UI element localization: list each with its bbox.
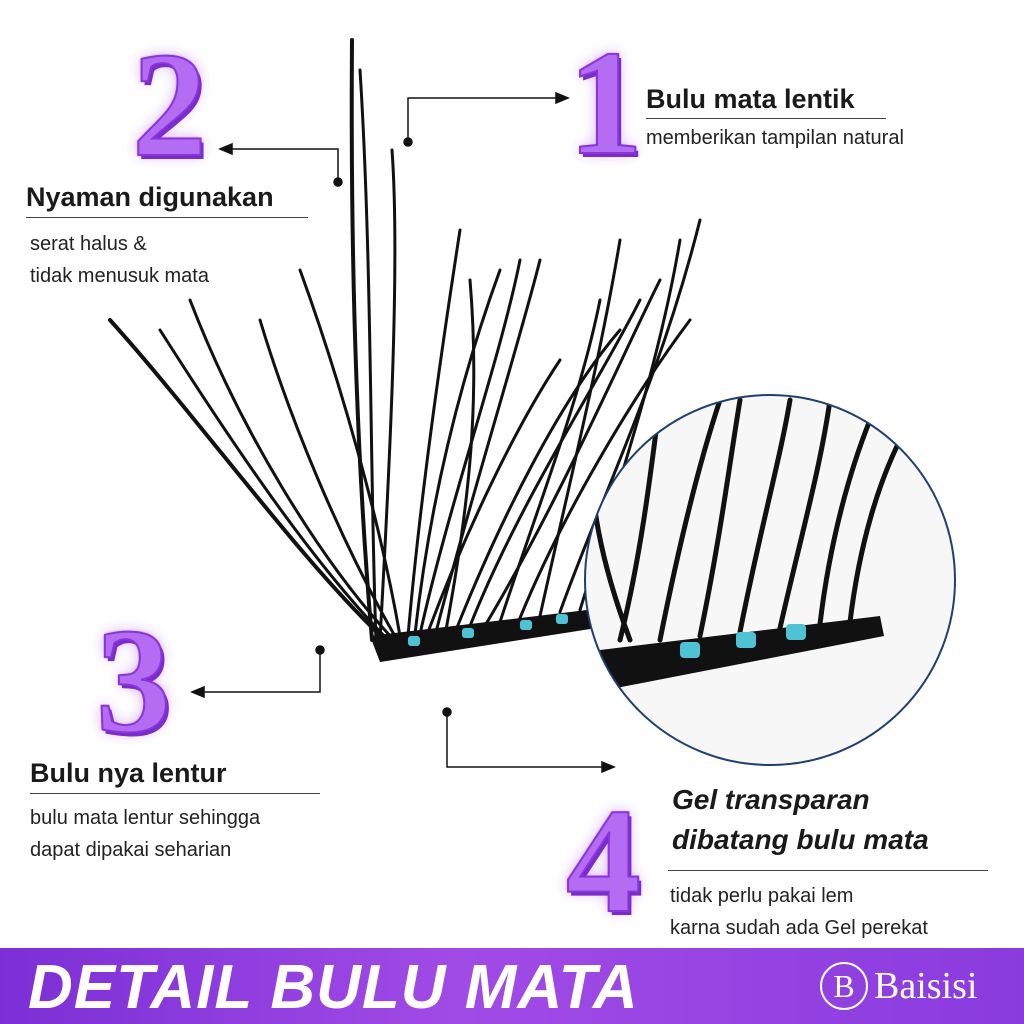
brand-name: Baisisi [874, 965, 978, 1007]
feature-4-title-line-2: dibatang bulu mata [672, 824, 929, 855]
feature-2-title: Nyaman digunakan [26, 182, 274, 212]
feature-1-number: 1 [567, 20, 644, 186]
feature-1-title: Bulu mata lentik [646, 84, 855, 114]
feature-3-underline [30, 793, 320, 794]
feature-1-underline [646, 118, 886, 119]
brand-mark-icon: B [820, 962, 868, 1010]
feature-4-description-line-2: karna sudah ada Gel perekat [670, 917, 928, 939]
feature-2-underline [26, 217, 308, 218]
feature-2-number: 2 [131, 22, 208, 188]
eyelash-strands [108, 38, 702, 642]
feature-3-description-line-2: dapat dipakai seharian [30, 839, 232, 861]
feature-3-number: 3 [95, 598, 172, 764]
gel-dots [408, 614, 568, 646]
feature-2-description-line-2: tidak menusuk mata [30, 265, 209, 287]
brand-logo: B Baisisi [820, 962, 977, 1010]
feature-4-title-line-1: Gel transparan [672, 784, 870, 815]
feature-4-underline [668, 870, 988, 871]
feature-2-description-line-1: serat halus & [30, 233, 147, 255]
magnified-view [585, 395, 955, 765]
feature-4-number: 4 [565, 778, 642, 944]
feature-3-description-line-1: bulu mata lentur sehingga [30, 807, 261, 829]
feature-4-description-line-1: tidak perlu pakai lem [670, 885, 854, 907]
lash-band [370, 606, 622, 662]
banner-title: DETAIL BULU MATA [28, 953, 639, 1022]
magnifier-ring [584, 394, 956, 766]
callout-lines [190, 91, 616, 774]
feature-1-description: memberikan tampilan natural [646, 127, 904, 149]
feature-3-title: Bulu nya lentur [30, 758, 227, 788]
eyelash-illustration [108, 38, 956, 774]
